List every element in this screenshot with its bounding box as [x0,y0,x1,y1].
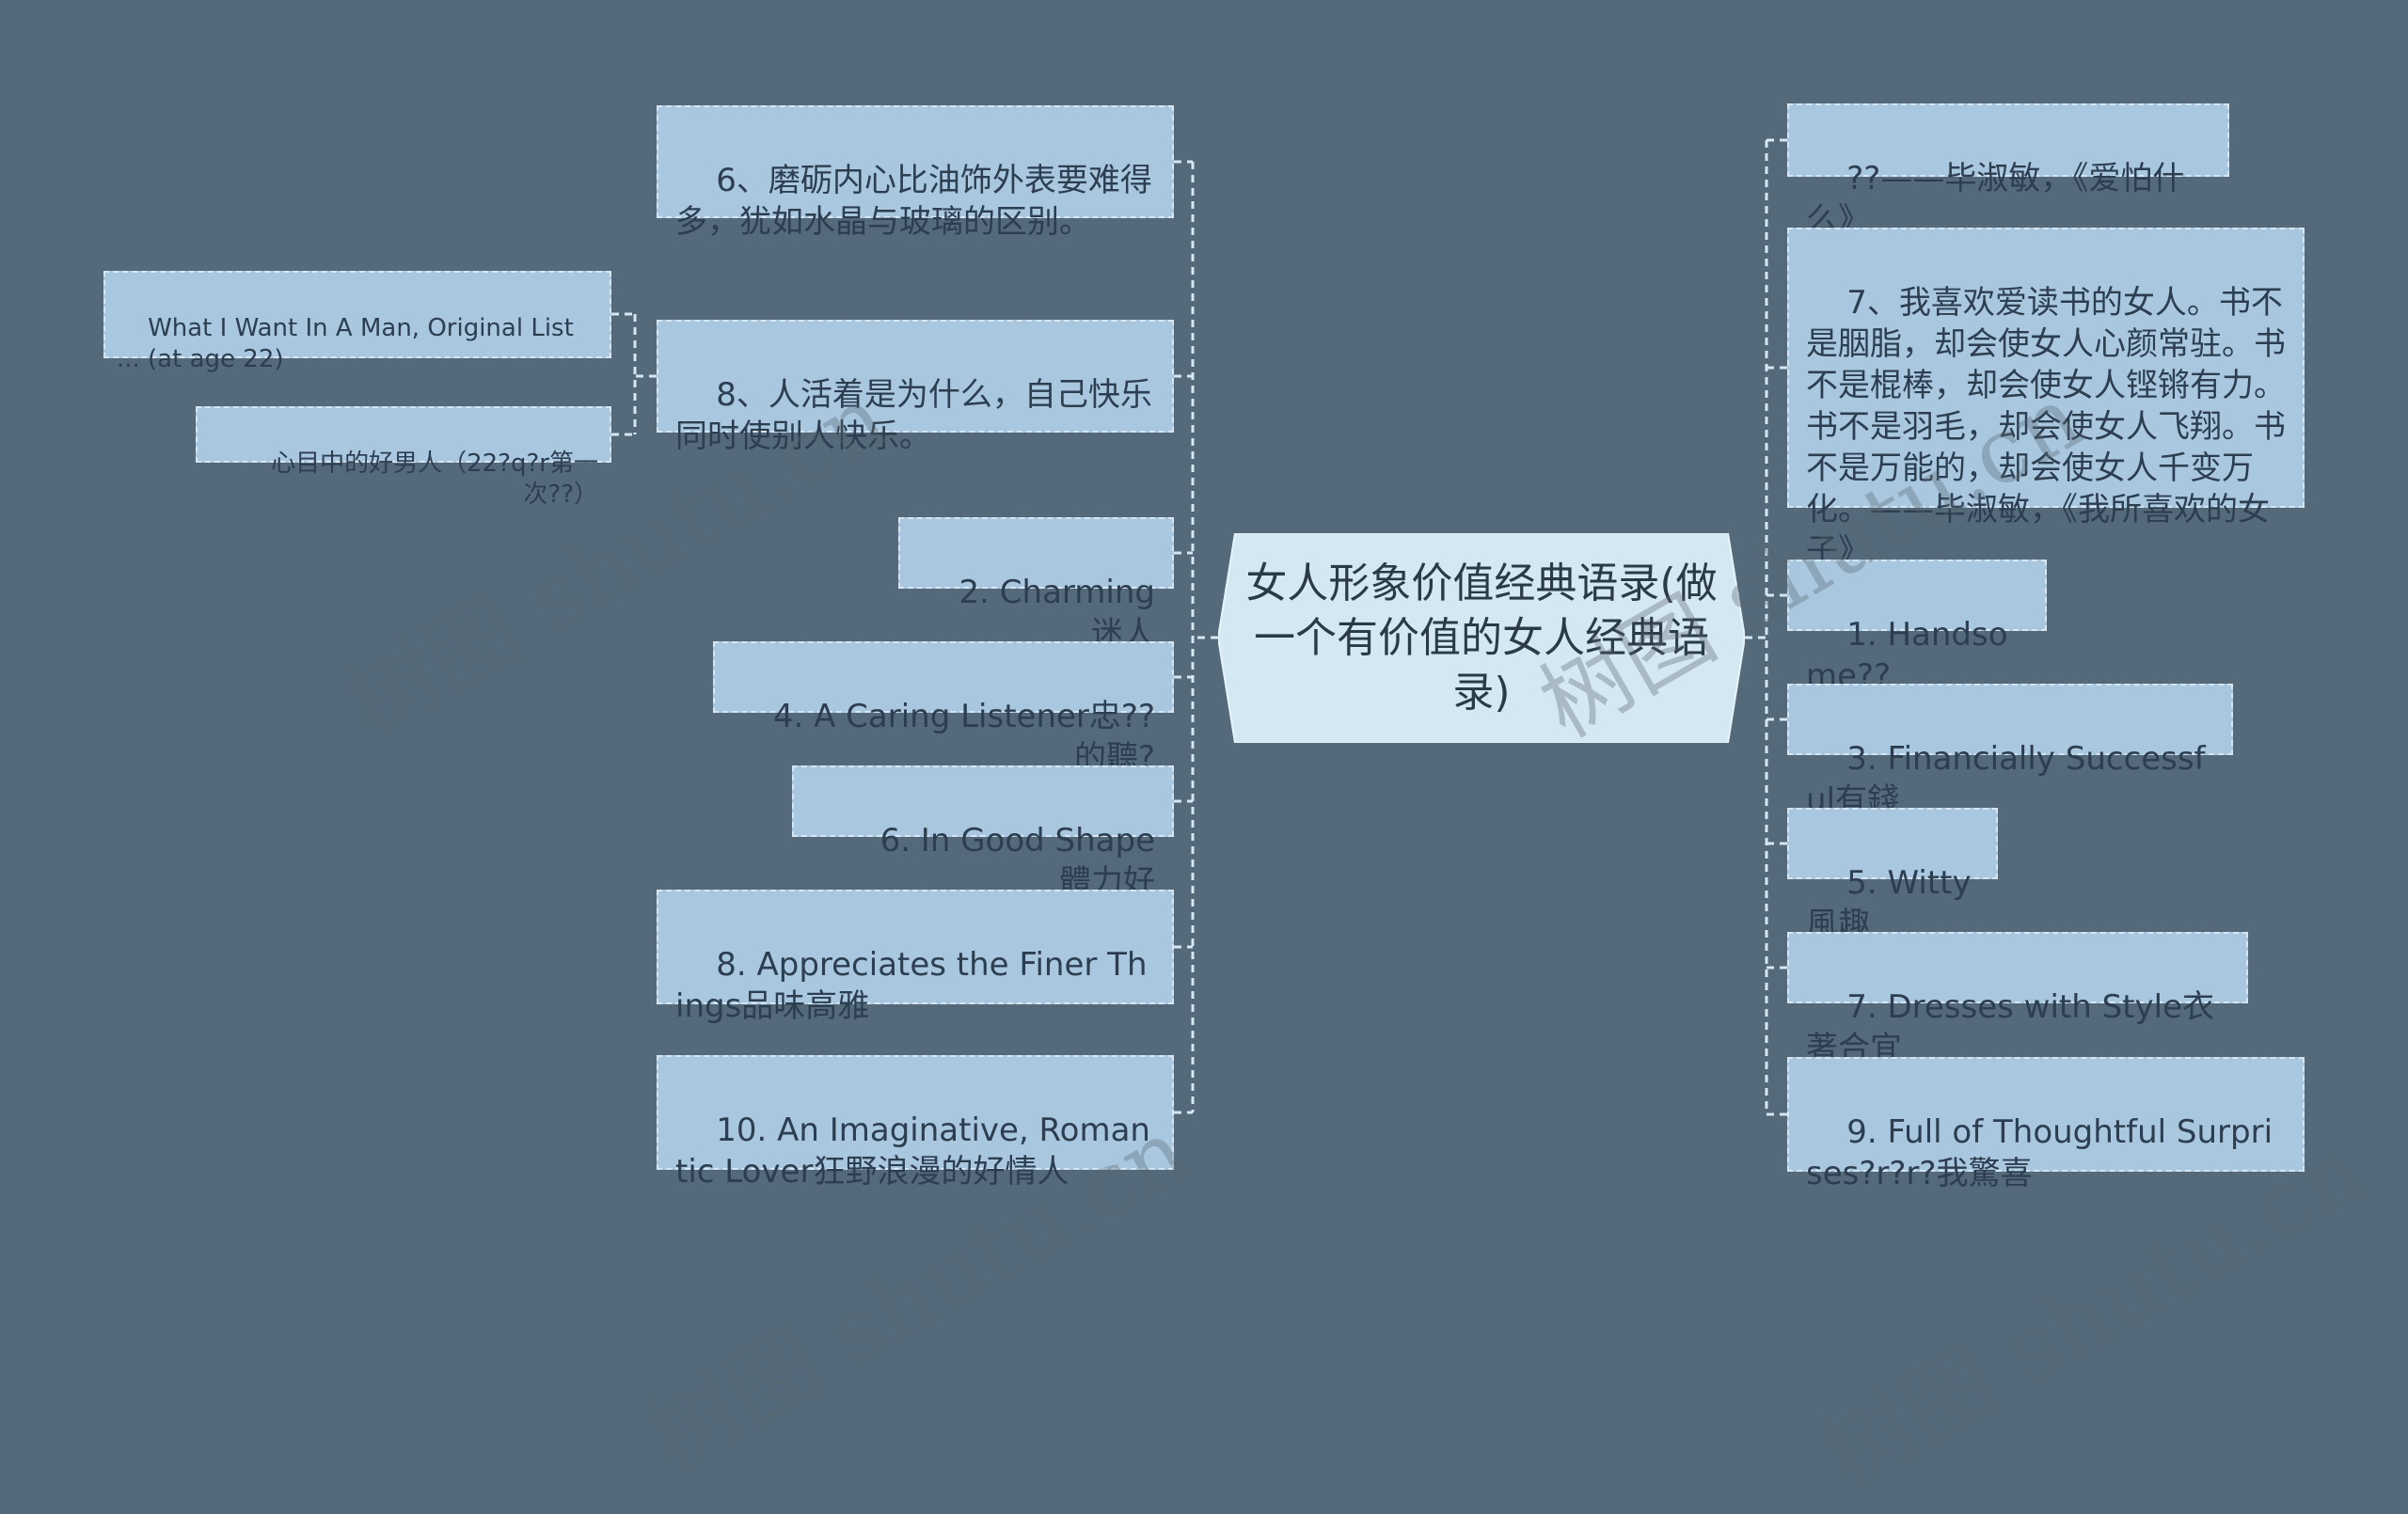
right-node-dresses-with-style[interactable]: 7. Dresses with Style衣著合宜 [1787,932,2248,1067]
left-node-good-shape[interactable]: 6. In Good Shape體力好 [792,765,1174,901]
node-label: 7. Dresses with Style衣著合宜 [1806,988,2215,1067]
right-node-witty[interactable]: 5. Witty風趣 [1787,808,1998,943]
right-node-financially-successful[interactable]: 3. Financially Successful有錢 [1787,684,2233,819]
central-topic-shape [1218,533,1745,743]
node-label: 7、我喜欢爱读书的女人。书不是胭脂，却会使女人心颜常驻。书不是棍棒，却会使女人铿… [1806,284,2286,570]
mind-map-canvas: 女人形象价值经典语录(做一个有价值的女人经典语录) 6、磨砺内心比油饰外表要难得… [103,103,2305,1192]
node-label: 9. Full of Thoughtful Surprises?r?r?我驚喜 [1806,1113,2273,1192]
right-node-bi-shumin-quote[interactable]: ??——毕淑敏，《爱怕什么》 [1787,103,2229,239]
right-node-handsome[interactable]: 1. Handsome?? [1787,560,2047,695]
node-label: 10. An Imaginative, Romantic Lover狂野浪漫的好… [675,1112,1150,1191]
central-topic[interactable]: 女人形象价值经典语录(做一个有价值的女人经典语录) [1218,533,1745,743]
node-label: 6、磨砺内心比油饰外表要难得多，犹如水晶与玻璃的区别。 [675,162,1152,241]
left-node-romantic-lover[interactable]: 10. An Imaginative, Romantic Lover狂野浪漫的好… [657,1055,1174,1191]
connector-lines [611,138,1787,1116]
left-node-finer-things[interactable]: 8. Appreciates the Finer Things品味高雅 [657,890,1174,1025]
left-node-caring-listener[interactable]: 4. A Caring Listener忠??的聽? [713,641,1174,777]
node-label: 8. Appreciates the Finer Things品味高雅 [675,946,1148,1025]
left-node-charming[interactable]: 2. Charming迷人 [898,517,1174,653]
right-node-reading-women[interactable]: 7、我喜欢爱读书的女人。书不是胭脂，却会使女人心颜常驻。书不是棍棒，却会使女人铿… [1787,228,2305,570]
left-node-polish-inner[interactable]: 6、磨砺内心比油饰外表要难得多，犹如水晶与玻璃的区别。 [657,105,1174,241]
node-label: 心目中的好男人（22?q?r第一次??） [271,449,598,509]
central-topic-label: 女人形象价值经典语录(做一个有价值的女人经典语录) [1245,559,1718,717]
node-label: What I Want In A Man, Original List ... … [117,314,582,373]
node-label: 8、人活着是为什么，自己快乐同时使别人快乐。 [675,376,1152,455]
far-left-node-original-list[interactable]: What I Want In A Man, Original List ... … [103,271,611,373]
right-node-thoughtful-surprises[interactable]: 9. Full of Thoughtful Surprises?r?r?我驚喜 [1787,1057,2305,1192]
left-node-purpose-of-life[interactable]: 8、人活着是为什么，自己快乐同时使别人快乐。 [657,320,1174,455]
far-left-node-good-man[interactable]: 心目中的好男人（22?q?r第一次??） [196,406,611,509]
